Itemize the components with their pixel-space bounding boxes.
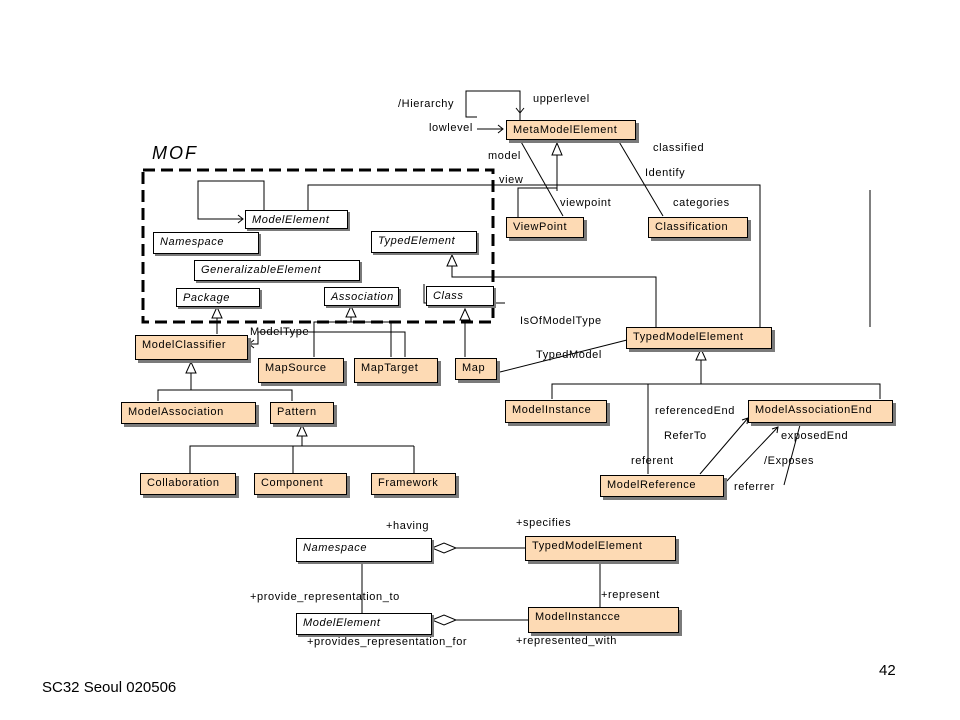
mof-title: MOF [152, 143, 198, 163]
class-box-collaboration[interactable]: Collaboration [140, 473, 236, 495]
lower-box-namespace[interactable]: Namespace [296, 538, 432, 562]
label-provide-representation-to: +provide_representation_to [250, 591, 400, 603]
label-categories: categories [673, 197, 730, 209]
class-box-map-target[interactable]: MapTarget [354, 358, 438, 383]
label-is-of-model-type: IsOfModelType [520, 315, 602, 327]
class-box-association[interactable]: Association [324, 287, 399, 306]
model-association [519, 139, 564, 217]
class-box-meta-model-element[interactable]: MetaModelElement [506, 120, 636, 140]
label-model: model [488, 150, 521, 162]
label-referrer: referrer [734, 481, 775, 493]
label-identify: Identify [645, 167, 686, 179]
label-specifies: +specifies [516, 517, 572, 529]
lower-box-typed-model-element[interactable]: TypedModelElement [525, 536, 676, 561]
model-element-loop [197, 180, 265, 220]
page-number: 42 [879, 662, 896, 679]
exposes-line [723, 426, 779, 485]
class-box-class[interactable]: Class [426, 286, 494, 306]
class-box-component[interactable]: Component [254, 473, 347, 495]
class-box-model-association[interactable]: ModelAssociation [121, 402, 256, 424]
class-box-typed-element[interactable]: TypedElement [371, 231, 477, 253]
view-line [307, 184, 761, 327]
label-hierarchy: /Hierarchy [398, 98, 455, 110]
label-refer-to: ReferTo [664, 430, 707, 442]
label-having: +having [386, 520, 430, 532]
label-classified: classified [653, 142, 705, 154]
footer-text: SC32 Seoul 020506 [42, 679, 177, 696]
label-represented-with: +represented_with [516, 635, 618, 647]
class-box-view-point[interactable]: ViewPoint [506, 217, 584, 238]
class-box-model-element[interactable]: ModelElement [245, 210, 348, 229]
typed-element-generalization [451, 266, 657, 327]
label-exposes: /Exposes [764, 455, 815, 467]
label-upperlevel: upperlevel [533, 93, 590, 105]
class-box-model-classifier[interactable]: ModelClassifier [135, 335, 248, 360]
label-exposed-end: exposedEnd [781, 430, 849, 442]
class-box-pattern[interactable]: Pattern [270, 402, 334, 424]
label-referenced-end: referencedEnd [655, 405, 735, 417]
viewpoint-generalization [517, 155, 558, 217]
class-box-framework[interactable]: Framework [371, 473, 456, 495]
typed-model-line [499, 339, 628, 373]
classified-association [617, 139, 664, 217]
class-box-generalizable-element[interactable]: GeneralizableElement [194, 260, 360, 281]
class-box-namespace[interactable]: Namespace [153, 232, 259, 254]
class-box-model-association-end[interactable]: ModelAssociationEnd [748, 400, 893, 423]
class-box-map[interactable]: Map [455, 358, 497, 380]
class-box-map-source[interactable]: MapSource [258, 358, 344, 383]
class-box-package[interactable]: Package [176, 288, 260, 307]
label-typed-model: TypedModel [536, 349, 602, 361]
refer-to-line [699, 417, 749, 475]
class-box-classification[interactable]: Classification [648, 217, 748, 238]
lower-box-model-element[interactable]: ModelElement [296, 613, 432, 635]
class-box-typed-model-element[interactable]: TypedModelElement [626, 327, 772, 349]
label-referent: referent [631, 455, 674, 467]
class-box-model-instance[interactable]: ModelInstance [505, 400, 607, 423]
label-view: view [499, 174, 524, 186]
label-represent: +represent [601, 589, 660, 601]
label-provides-representation-for: +provides_representation_for [307, 636, 468, 648]
label-viewpoint: viewpoint [560, 197, 612, 209]
model-type-line [249, 331, 406, 357]
hierarchy-loop [465, 90, 521, 120]
class-box-model-reference[interactable]: ModelReference [600, 475, 724, 497]
lower-box-model-instance[interactable]: ModelInstancce [528, 607, 679, 633]
label-model-type: ModelType [250, 326, 310, 338]
label-lowlevel: lowlevel [429, 122, 473, 134]
